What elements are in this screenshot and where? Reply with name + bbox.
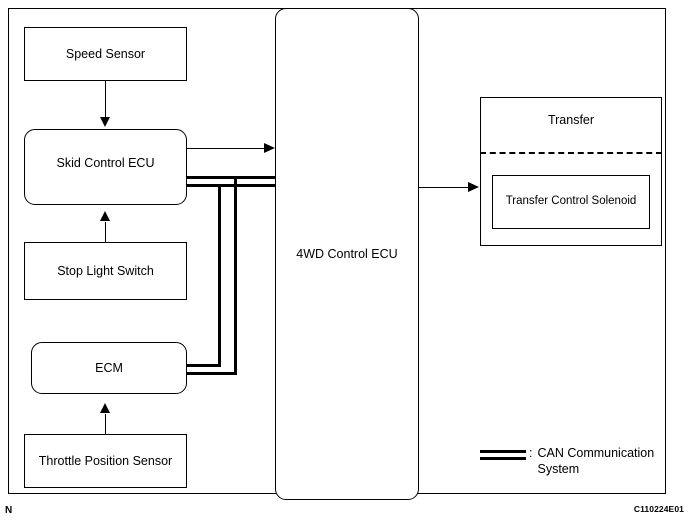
block-transfer-control-solenoid: Transfer Control Solenoid <box>492 175 650 229</box>
block-label-transfer-control-solenoid: Transfer Control Solenoid <box>505 195 637 208</box>
block-label-stop-light-switch: Stop Light Switch <box>57 263 154 278</box>
connector-stop-light-switch-to-skid-ecu <box>105 222 106 242</box>
block-ecm: ECM <box>31 342 187 394</box>
arrowhead-right-icon <box>264 143 275 153</box>
can-bus-line-branch-outer <box>234 176 237 374</box>
block-label-skid-control-ecu: Skid Control ECU <box>56 156 155 170</box>
legend: : CAN Communication System <box>480 446 672 477</box>
connector-4wd-ecu-to-transfer <box>419 187 473 188</box>
connector-speed-sensor-to-skid-ecu <box>105 81 106 118</box>
block-label-ecm: ECM <box>95 360 123 375</box>
block-speed-sensor: Speed Sensor <box>24 27 187 81</box>
block-4wd-control-ecu: 4WD Control ECU <box>275 8 419 500</box>
block-skid-control-ecu: Skid Control ECU <box>24 129 187 205</box>
transfer-dashed-divider <box>480 152 662 154</box>
block-label-transfer: Transfer <box>547 113 595 127</box>
connector-throttle-sensor-to-ecm <box>105 414 106 435</box>
revision-marker: N <box>5 505 13 516</box>
block-label-4wd-control-ecu: 4WD Control ECU <box>296 246 398 261</box>
legend-separator: : <box>529 446 533 460</box>
block-label-throttle-position-sensor: Throttle Position Sensor <box>38 453 173 468</box>
block-throttle-position-sensor: Throttle Position Sensor <box>24 434 187 488</box>
arrowhead-up-icon <box>100 403 110 413</box>
can-bus-line-branch-inner <box>218 184 221 366</box>
can-bus-line-ecm-inner <box>187 364 221 367</box>
figure-code: C110224E01 <box>633 504 684 514</box>
can-bus-line-skid-to-4wd-outer <box>187 176 276 179</box>
arrowhead-down-icon <box>100 117 110 127</box>
block-stop-light-switch: Stop Light Switch <box>24 242 187 300</box>
can-bus-line-skid-to-4wd-inner <box>187 184 276 187</box>
arrowhead-right-icon <box>468 182 479 192</box>
can-bus-double-line-icon <box>480 446 526 464</box>
arrowhead-up-icon <box>100 211 110 221</box>
connector-skid-ecu-to-4wd-ecu <box>187 148 267 149</box>
block-label-speed-sensor: Speed Sensor <box>65 46 146 61</box>
can-bus-line-ecm-outer <box>187 372 237 375</box>
legend-label: CAN Communication System <box>537 446 655 476</box>
